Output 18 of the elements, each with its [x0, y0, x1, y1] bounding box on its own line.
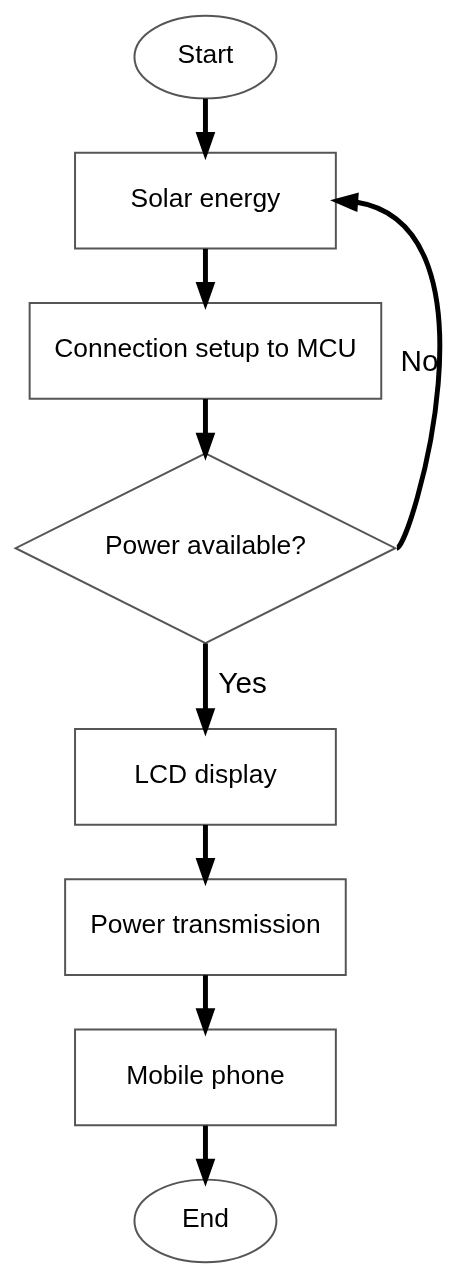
arrow: [195, 825, 215, 887]
node-box: Solar energy: [73, 151, 337, 250]
arrow: [195, 643, 215, 737]
edge-label: Yes: [217, 666, 267, 700]
node-ellipse: End: [132, 1178, 277, 1264]
node-box: Mobile phone: [73, 1028, 337, 1127]
arrow: [195, 248, 215, 311]
node-box: Power transmission: [63, 878, 347, 976]
arrow: [195, 1125, 215, 1187]
node-box: LCD display: [73, 728, 337, 826]
edge-label: No: [400, 343, 438, 377]
node-diamond: Power available?: [12, 452, 397, 645]
node-box: Connection setup to MCU: [28, 302, 382, 400]
arrow: [195, 399, 215, 461]
arrow: [195, 975, 215, 1037]
arrow: [195, 98, 215, 161]
arrow: [329, 192, 442, 550]
node-ellipse: Start: [132, 14, 277, 100]
